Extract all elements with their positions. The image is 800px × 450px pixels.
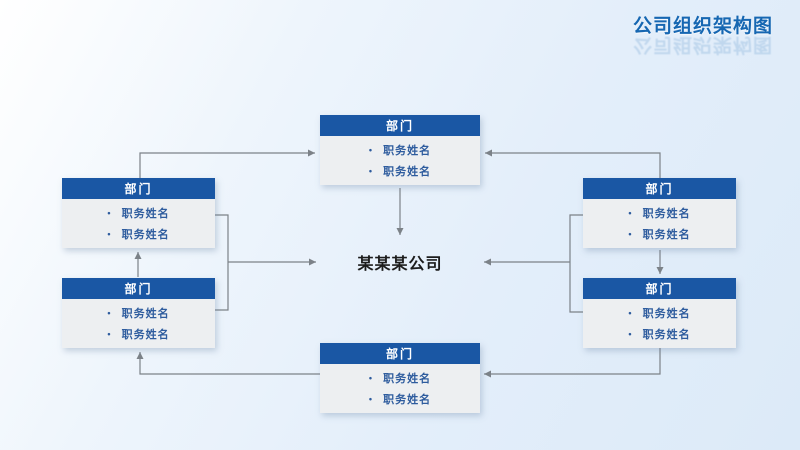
dept-item-label: 职务姓名 — [121, 208, 170, 221]
dept-item: • 职务姓名 — [628, 205, 690, 221]
bullet-icon: • — [368, 393, 374, 404]
bullet-icon: • — [368, 165, 374, 176]
dept-item: • 职务姓名 — [628, 326, 690, 342]
dept-body: • 职务姓名 • 职务姓名 — [62, 199, 215, 248]
dept-body: • 职务姓名 • 职务姓名 — [62, 299, 215, 348]
dept-item: • 职务姓名 — [107, 205, 169, 221]
dept-header: 部门 — [62, 278, 215, 299]
dept-item: • 职务姓名 — [369, 370, 431, 386]
dept-header: 部门 — [583, 178, 736, 199]
slide-title-reflection: 公司组织架构图 — [632, 34, 773, 55]
dept-box-left-upper[interactable]: 部门 • 职务姓名 • 职务姓名 — [62, 178, 215, 248]
bullet-icon: • — [368, 373, 374, 384]
slide-title[interactable]: 公司组织架构图 — [632, 16, 773, 37]
dept-item-label: 职务姓名 — [121, 328, 170, 341]
dept-item: • 职务姓名 — [107, 326, 169, 342]
dept-item-label: 职务姓名 — [121, 308, 170, 321]
dept-body: • 职务姓名 • 职务姓名 — [583, 199, 736, 248]
bullet-icon: • — [628, 308, 633, 319]
dept-box-left-lower[interactable]: 部门 • 职务姓名 • 职务姓名 — [62, 278, 215, 348]
connector-rightupper-to-top — [485, 149, 661, 178]
connector-rightlower-to-bottom — [484, 348, 661, 378]
bullet-icon: • — [628, 228, 633, 239]
dept-header: 部门 — [62, 178, 215, 199]
dept-item-label: 职务姓名 — [642, 208, 691, 221]
dept-item: • 职务姓名 — [628, 226, 690, 242]
dept-item: • 职务姓名 — [369, 163, 431, 179]
bullet-icon: • — [107, 228, 112, 239]
connector-left-bracket — [215, 214, 229, 311]
company-label[interactable]: 某某某公司 — [357, 256, 443, 273]
dept-box-bottom-center[interactable]: 部门 • 职务姓名 • 职务姓名 — [320, 343, 480, 413]
dept-header: 部门 — [583, 278, 736, 299]
dept-header: 部门 — [320, 115, 480, 136]
bullet-icon: • — [107, 208, 112, 219]
connector-bottom-to-leftlower — [136, 352, 320, 375]
dept-box-right-upper[interactable]: 部门 • 职务姓名 • 职务姓名 — [583, 178, 736, 248]
dept-item: • 职务姓名 — [107, 305, 169, 321]
dept-item: • 职务姓名 — [369, 391, 431, 407]
connector-right-bracket — [569, 214, 583, 313]
dept-item: • 职务姓名 — [369, 142, 431, 158]
dept-body: • 职务姓名 • 职务姓名 — [320, 136, 480, 185]
dept-item-label: 职务姓名 — [383, 165, 432, 178]
dept-item-label: 职务姓名 — [383, 145, 432, 158]
dept-item: • 职务姓名 — [107, 226, 169, 242]
dept-item-label: 职务姓名 — [121, 228, 170, 241]
bullet-icon: • — [107, 328, 112, 339]
dept-item: • 职务姓名 — [628, 305, 690, 321]
dept-header: 部门 — [320, 343, 480, 364]
dept-body: • 职务姓名 • 职务姓名 — [583, 299, 736, 348]
dept-item-label: 职务姓名 — [642, 328, 691, 341]
dept-box-right-lower[interactable]: 部门 • 职务姓名 • 职务姓名 — [583, 278, 736, 348]
dept-body: • 职务姓名 • 职务姓名 — [320, 364, 480, 413]
dept-item-label: 职务姓名 — [642, 228, 691, 241]
dept-box-top-center[interactable]: 部门 • 职务姓名 • 职务姓名 — [320, 115, 480, 185]
bullet-icon: • — [628, 208, 633, 219]
bullet-icon: • — [628, 328, 633, 339]
dept-item-label: 职务姓名 — [642, 308, 691, 321]
bullet-icon: • — [368, 145, 374, 156]
dept-item-label: 职务姓名 — [383, 373, 432, 386]
dept-item-label: 职务姓名 — [383, 393, 432, 406]
connector-leftupper-to-top — [139, 149, 315, 178]
bullet-icon: • — [107, 308, 112, 319]
